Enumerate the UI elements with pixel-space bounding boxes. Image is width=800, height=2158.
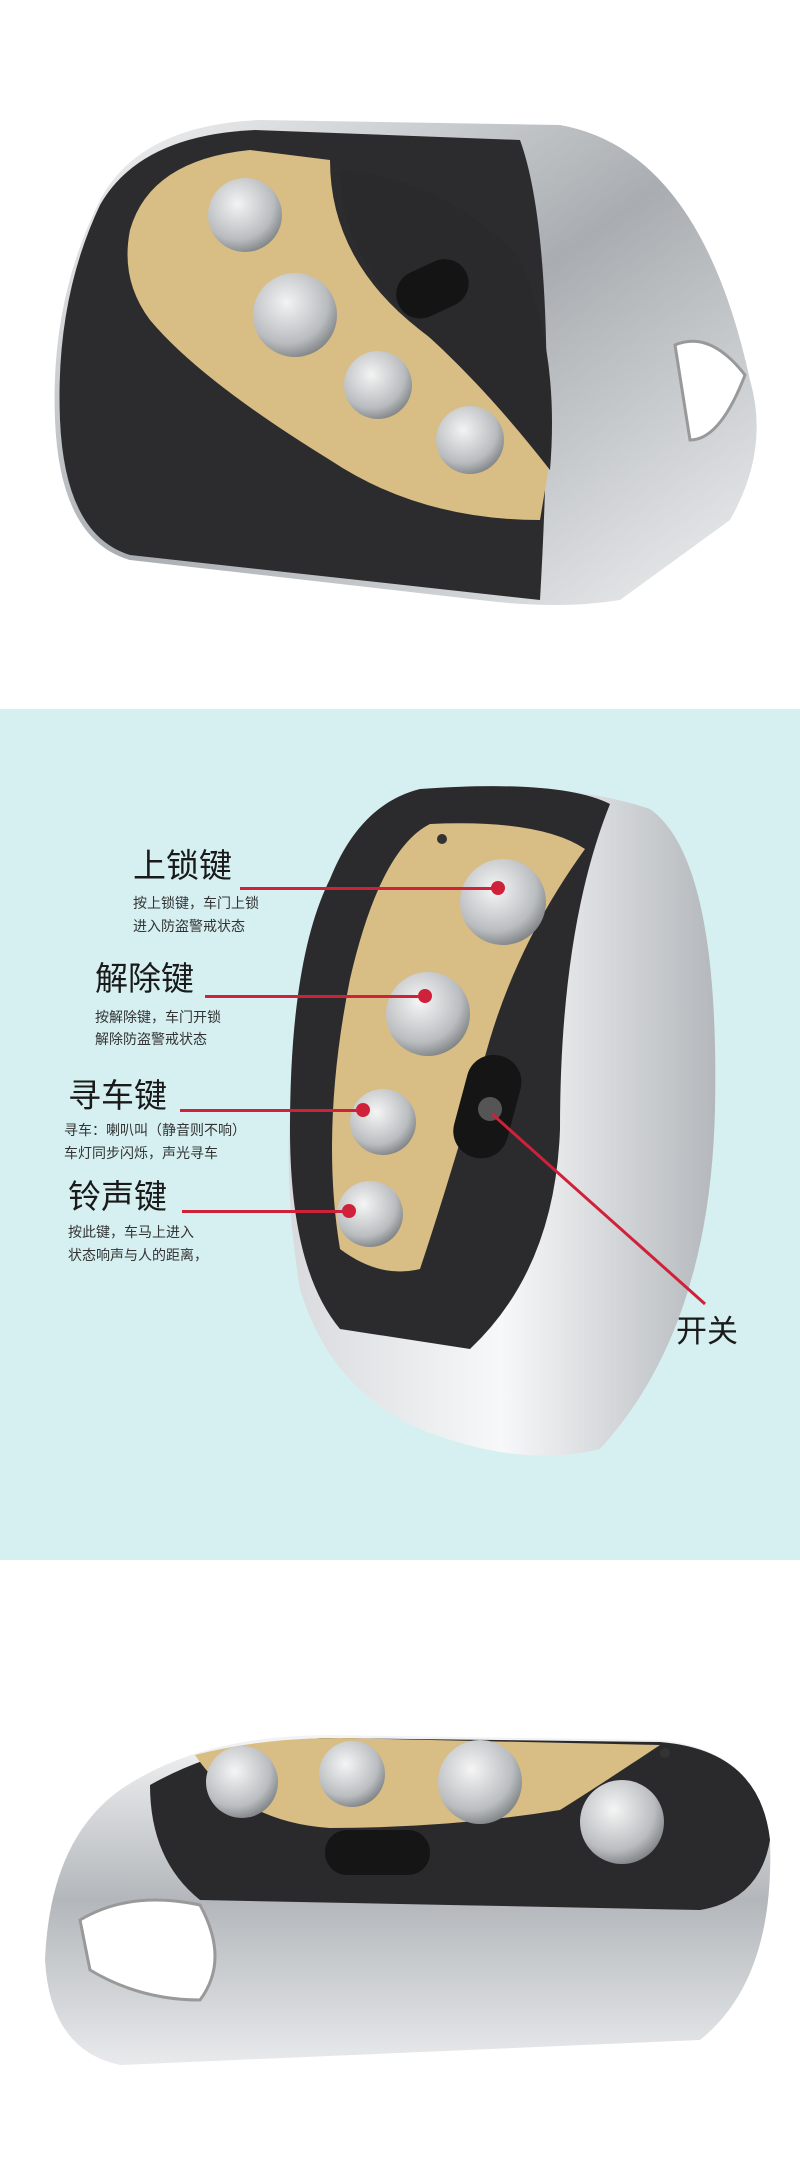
callout-dot-unlock — [418, 989, 432, 1003]
callout-title-ring: 铃声键 — [68, 1177, 167, 1216]
button-guide-panel: 上锁键 按上锁键，车门上锁 进入防盗警戒状态 解除键 按解除键，车门开锁 解除防… — [0, 709, 800, 1560]
callout-desc-lock-2: 进入防盗警戒状态 — [133, 919, 245, 935]
callout-desc-unlock-2: 解除防盗警戒状态 — [95, 1032, 207, 1048]
callout-desc-unlock-1: 按解除键，车门开锁 — [95, 1010, 221, 1026]
lock-button — [208, 178, 282, 252]
callout-desc-ring-1: 按此键，车马上进入 — [68, 1225, 194, 1241]
callout-title-unlock: 解除键 — [95, 959, 194, 998]
remote-control-image-annotated — [288, 786, 716, 1456]
product-photo-bottom — [0, 1560, 800, 2158]
callout-desc-lock-1: 按上锁键，车门上锁 — [133, 896, 259, 912]
remote-control-image-bottom — [45, 1735, 771, 2065]
callout-line-lock — [240, 887, 498, 890]
callout-desc-find-car-1: 寻车：喇叭叫（静音则不响） — [64, 1123, 246, 1139]
callout-line-find-car — [180, 1109, 365, 1112]
callout-desc-ring-2: 状态响声与人的距离， — [68, 1248, 208, 1264]
callout-dot-find-car — [356, 1103, 370, 1117]
callout-title-lock: 上锁键 — [133, 846, 232, 885]
callout-line-ring — [182, 1210, 350, 1213]
callout-line-unlock — [205, 995, 425, 998]
callout-dot-ring — [342, 1204, 356, 1218]
product-photo-top — [0, 0, 800, 709]
callout-dot-lock — [491, 881, 505, 895]
remote-control-image-top — [54, 120, 757, 605]
callout-title-find-car: 寻车键 — [68, 1076, 167, 1115]
switch-label: 开关 — [676, 1314, 738, 1350]
callout-desc-find-car-2: 车灯同步闪烁，声光寻车 — [64, 1146, 218, 1162]
